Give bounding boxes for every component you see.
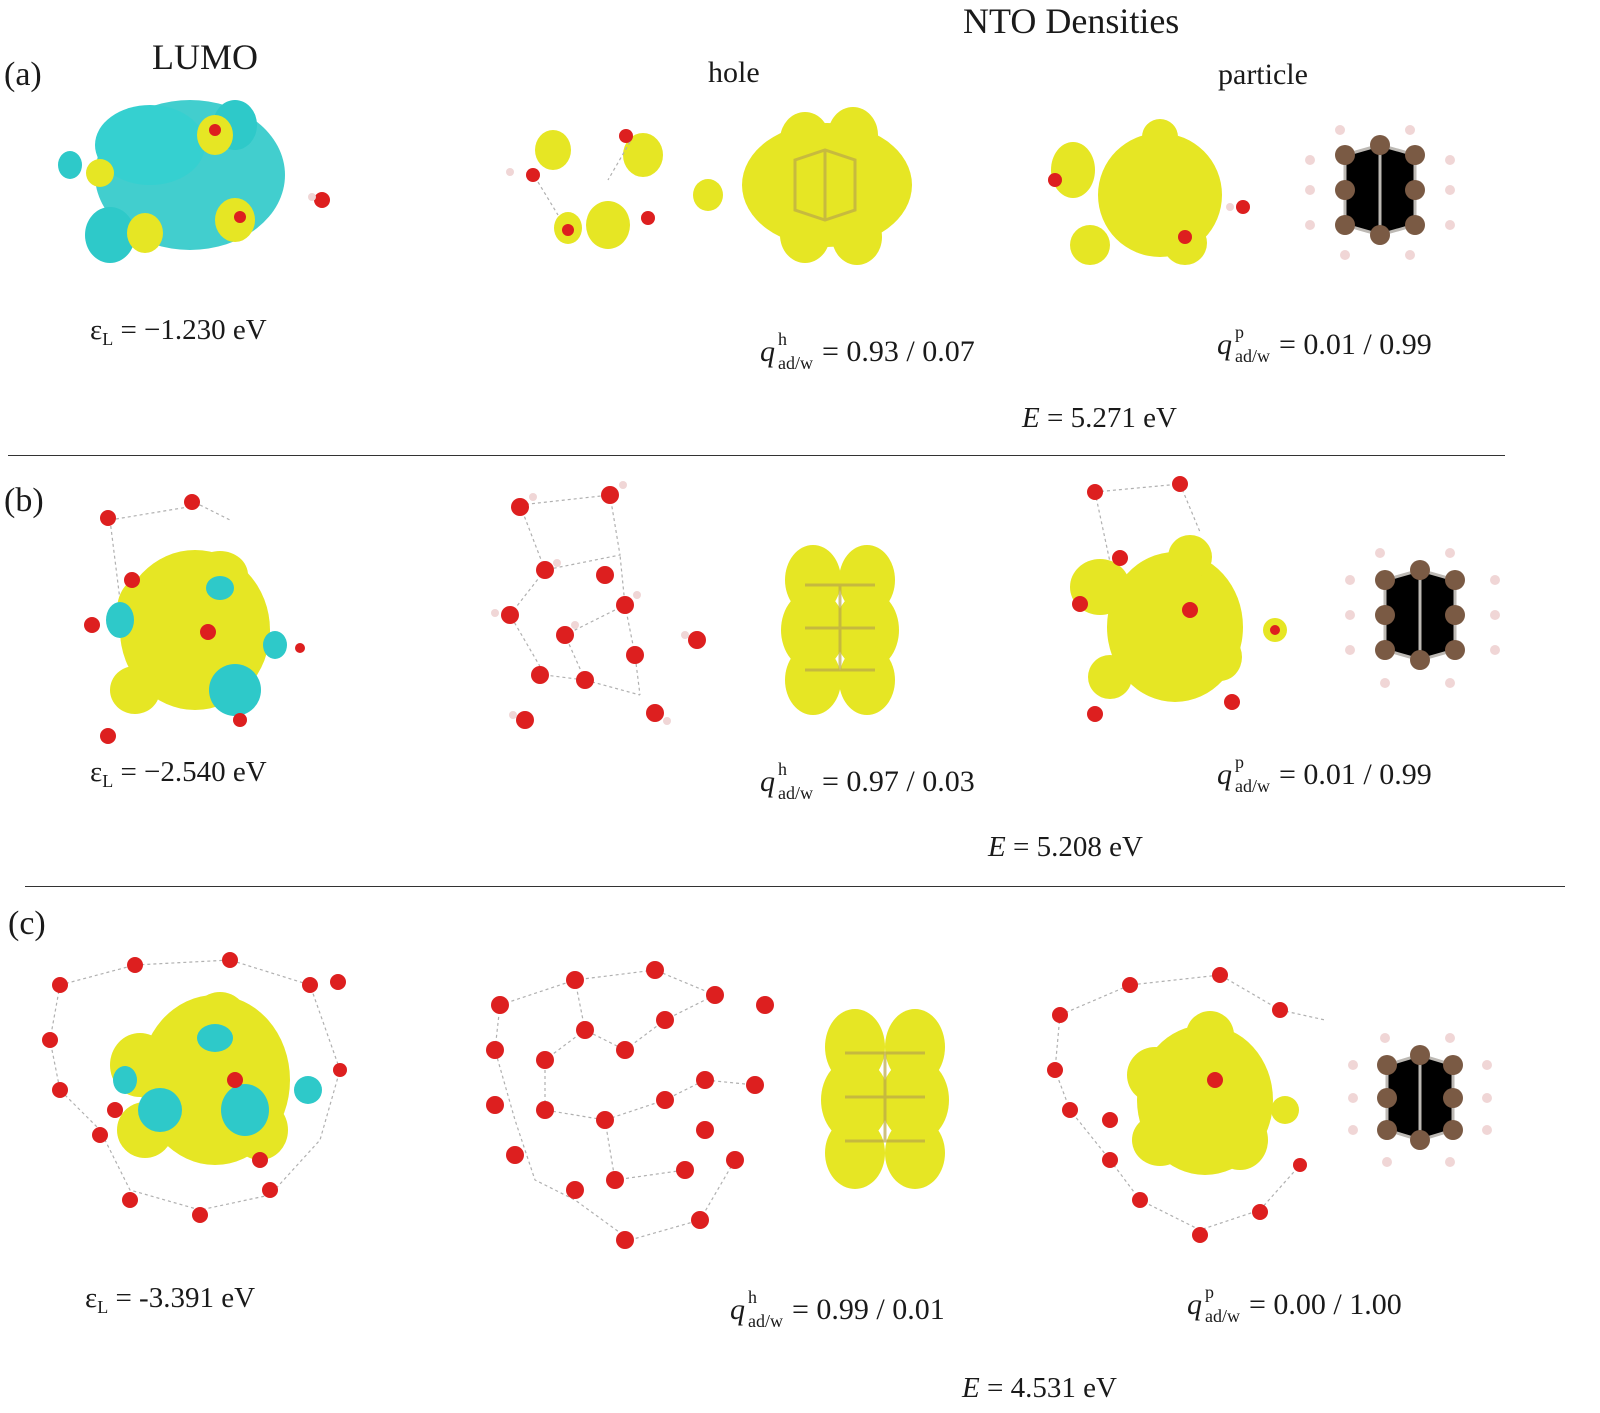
lumo-energy-value: = −1.230 eV bbox=[113, 314, 267, 346]
particle-charge-value: = 0.01 / 0.99 bbox=[1279, 328, 1432, 361]
excitation-energy-value: = 5.208 eV bbox=[1005, 831, 1143, 863]
hole-charge-value: = 0.93 / 0.07 bbox=[822, 335, 975, 368]
panel-label-b: (b) bbox=[4, 482, 44, 519]
energy-symbol: E bbox=[962, 1372, 980, 1404]
hole-density-naphthalene-b bbox=[781, 545, 899, 715]
panel-label-a: (a) bbox=[4, 56, 42, 93]
hole-water-c bbox=[486, 961, 774, 1249]
q-subscript: ad/w bbox=[1205, 1306, 1240, 1326]
excitation-energy-c: E = 4.531 eV bbox=[962, 1372, 1117, 1405]
q-symbol: q bbox=[1187, 1288, 1202, 1321]
q-subscript: ad/w bbox=[778, 353, 813, 373]
q-symbol: q bbox=[760, 765, 775, 798]
particle-density-water-b bbox=[1070, 476, 1287, 722]
q-symbol: q bbox=[1217, 328, 1232, 361]
hole-density-naphthalene-c bbox=[821, 1009, 949, 1189]
q-subscript: ad/w bbox=[1235, 346, 1270, 366]
epsilon-symbol: ε bbox=[90, 314, 103, 346]
q-symbol: q bbox=[730, 1293, 745, 1326]
particle-density-water-c bbox=[1047, 967, 1326, 1243]
q-superscript: h bbox=[778, 759, 787, 779]
excitation-energy-value: = 4.531 eV bbox=[979, 1372, 1117, 1404]
energy-symbol: E bbox=[988, 831, 1006, 863]
epsilon-symbol: ε bbox=[90, 756, 103, 788]
lumo-density-b bbox=[84, 494, 305, 744]
q-subscript: ad/w bbox=[1235, 776, 1270, 796]
particle-charge-value: = 0.00 / 1.00 bbox=[1249, 1288, 1402, 1321]
particle-naphthalene-a bbox=[1305, 125, 1455, 260]
q-superscript: p bbox=[1235, 752, 1244, 772]
q-superscript: p bbox=[1205, 1282, 1214, 1302]
lumo-energy-value: = −2.540 eV bbox=[113, 756, 267, 788]
excitation-energy-a: E = 5.271 eV bbox=[1022, 402, 1177, 435]
q-symbol: q bbox=[760, 335, 775, 368]
hole-charge-value: = 0.99 / 0.01 bbox=[792, 1293, 945, 1326]
particle-density-water-a bbox=[1048, 119, 1250, 265]
lumo-energy-a: εL = −1.230 eV bbox=[90, 314, 267, 350]
panel-label-c: (c) bbox=[8, 905, 46, 942]
epsilon-symbol: ε bbox=[85, 1282, 98, 1314]
energy-symbol: E bbox=[1022, 402, 1040, 434]
nto-densities-header: NTO Densities bbox=[963, 1, 1180, 41]
excitation-energy-value: = 5.271 eV bbox=[1039, 402, 1177, 434]
epsilon-subscript: L bbox=[102, 771, 114, 791]
q-subscript: ad/w bbox=[748, 1311, 783, 1331]
hole-water-b bbox=[491, 481, 706, 729]
lumo-energy-value: = -3.391 eV bbox=[108, 1282, 256, 1314]
q-superscript: h bbox=[748, 1287, 757, 1307]
lumo-header: LUMO bbox=[152, 37, 258, 77]
hole-header: hole bbox=[708, 56, 760, 89]
lumo-density-c bbox=[42, 952, 347, 1223]
hole-density-naphthalene-a bbox=[742, 107, 912, 265]
hole-density-water-a bbox=[506, 129, 723, 249]
lumo-density-a bbox=[58, 100, 330, 263]
q-symbol: q bbox=[1217, 758, 1232, 791]
q-subscript: ad/w bbox=[778, 783, 813, 803]
separator-bc bbox=[25, 886, 1565, 887]
particle-charge-value: = 0.01 / 0.99 bbox=[1279, 758, 1432, 791]
separator-ab bbox=[8, 455, 1505, 456]
epsilon-subscript: L bbox=[97, 1297, 109, 1317]
lumo-energy-b: εL = −2.540 eV bbox=[90, 756, 267, 792]
hole-charge-value: = 0.97 / 0.03 bbox=[822, 765, 975, 798]
particle-naphthalene-b bbox=[1345, 548, 1500, 688]
particle-header: particle bbox=[1218, 58, 1308, 91]
excitation-energy-b: E = 5.208 eV bbox=[988, 831, 1143, 864]
particle-naphthalene-c bbox=[1348, 1033, 1492, 1167]
lumo-energy-c: εL = -3.391 eV bbox=[85, 1282, 255, 1318]
epsilon-subscript: L bbox=[102, 329, 114, 349]
q-superscript: h bbox=[778, 329, 787, 349]
q-superscript: p bbox=[1235, 322, 1244, 342]
